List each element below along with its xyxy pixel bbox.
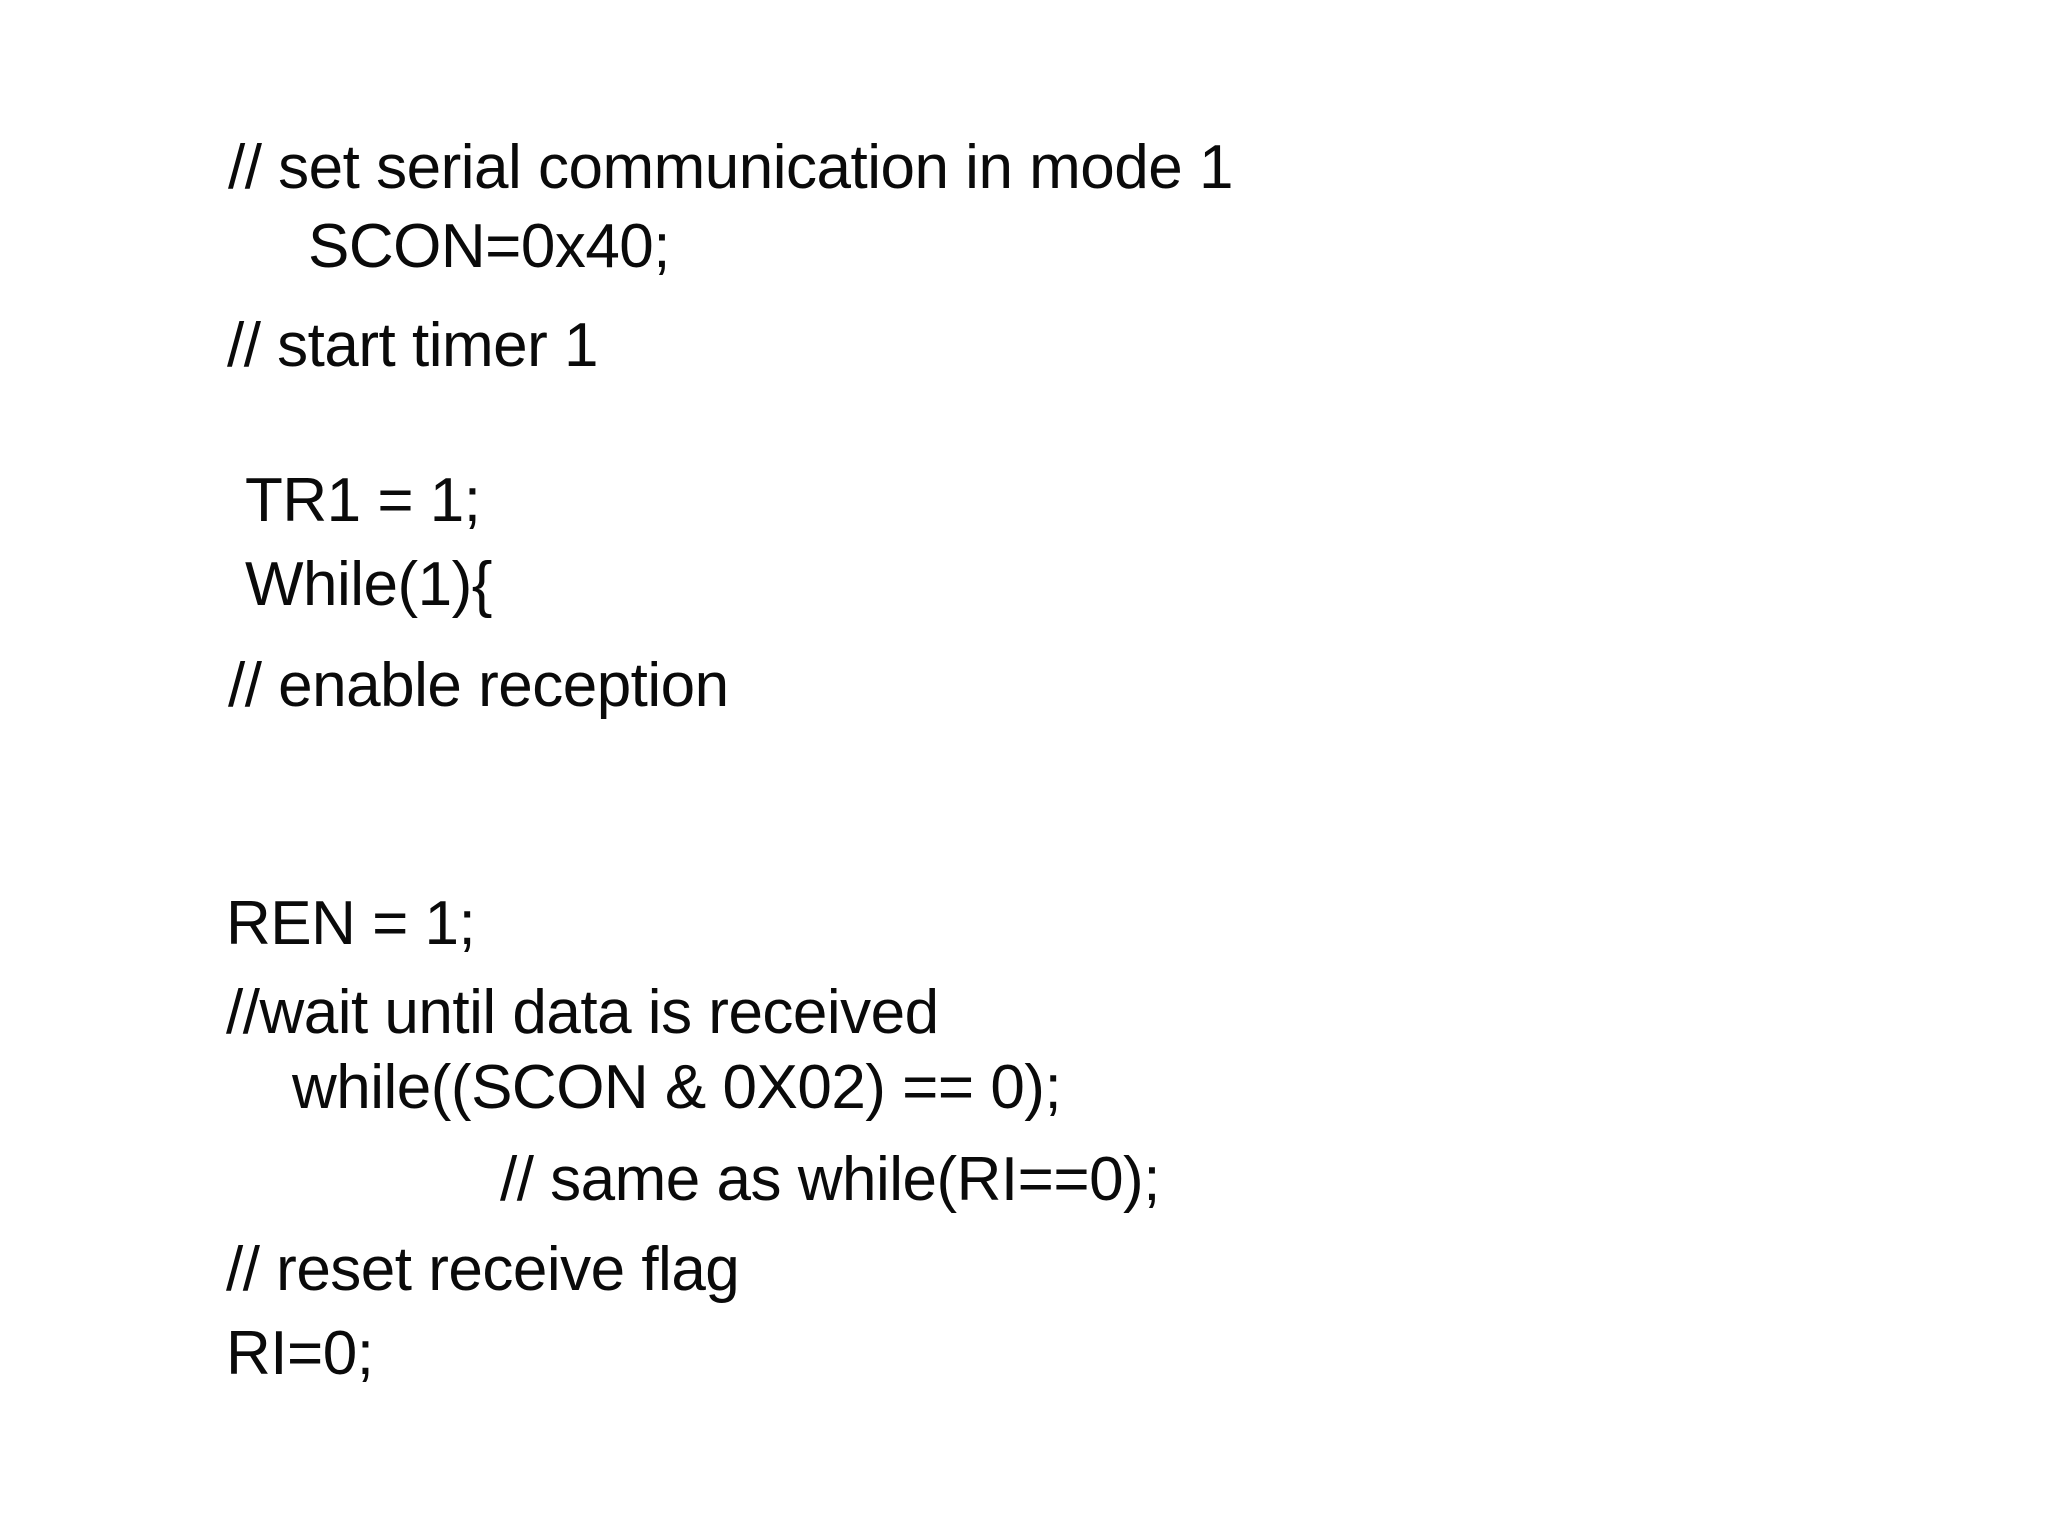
code-comment-start-timer: // start timer 1: [227, 311, 598, 380]
code-stmt-tr1-assign: TR1 = 1;: [245, 466, 481, 535]
code-stmt-ri-assign: RI=0;: [226, 1319, 374, 1388]
code-comment-wait-data: //wait until data is received: [226, 978, 939, 1047]
code-comment-set-serial-mode: // set serial communication in mode 1: [228, 133, 1233, 202]
code-comment-enable-reception: // enable reception: [228, 651, 729, 720]
code-stmt-scon-assign: SCON=0x40;: [308, 212, 671, 281]
code-stmt-ren-assign: REN = 1;: [226, 889, 476, 958]
code-stmt-while-scon-poll: while((SCON & 0X02) == 0);: [292, 1053, 1062, 1122]
code-comment-reset-receive-flag: // reset receive flag: [226, 1235, 740, 1304]
code-comment-same-as-ri: // same as while(RI==0);: [500, 1145, 1160, 1214]
code-stmt-while-loop: While(1){: [245, 550, 493, 619]
